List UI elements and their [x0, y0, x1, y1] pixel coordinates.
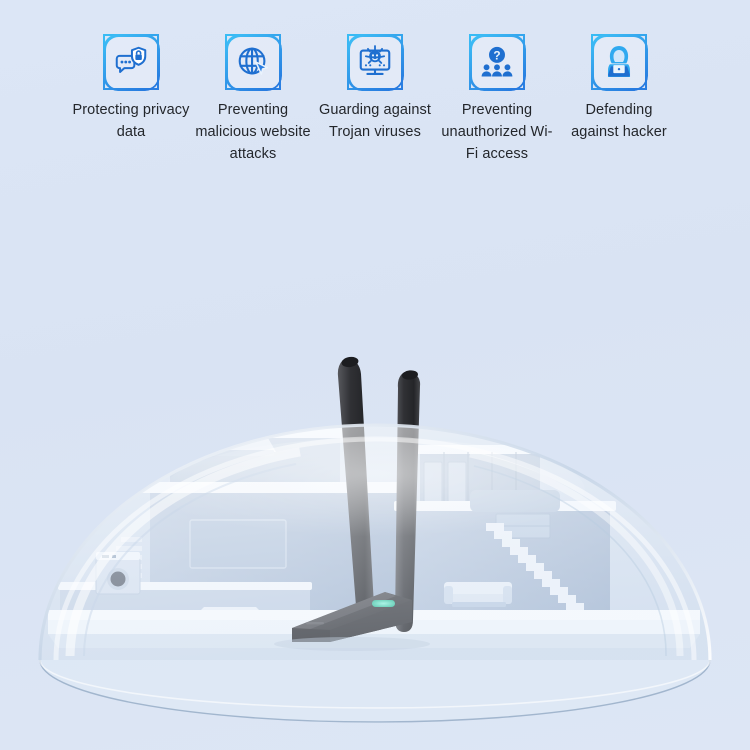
feature-item-label: Defending against hacker [571, 102, 667, 140]
washing-machine-prop [95, 552, 141, 595]
users-question-icon: ? [469, 34, 525, 90]
monitor-virus-icon [347, 34, 403, 90]
feature-item-website: Preventing malicious website attacks [192, 34, 314, 165]
glass-dome-scene [0, 190, 750, 750]
bed-prop [188, 434, 276, 456]
feature-item-trojan: Guarding against Trojan viruses [314, 34, 436, 144]
feature-item-label: Preventing malicious website attacks [195, 102, 311, 162]
chat-shield-lock-icon [103, 34, 159, 90]
feature-item-label: Preventing unauthorized Wi-Fi access [441, 102, 553, 162]
feature-list: Protecting privacy data Preventing malic… [0, 34, 750, 165]
feature-item-wifi-access: ? Preventing unauthorized Wi-Fi access [436, 34, 558, 165]
feature-item-label: Protecting privacy data [72, 102, 190, 140]
hooded-hacker-laptop-icon [591, 34, 647, 90]
status-led [372, 600, 395, 607]
feature-item-label: Guarding against Trojan viruses [318, 102, 432, 140]
feature-item-privacy: Protecting privacy data [70, 34, 192, 144]
feature-item-hacker: Defending against hacker [558, 34, 680, 144]
svg-text:?: ? [493, 49, 500, 63]
sofa-prop [444, 582, 512, 607]
globe-cursor-icon [225, 34, 281, 90]
